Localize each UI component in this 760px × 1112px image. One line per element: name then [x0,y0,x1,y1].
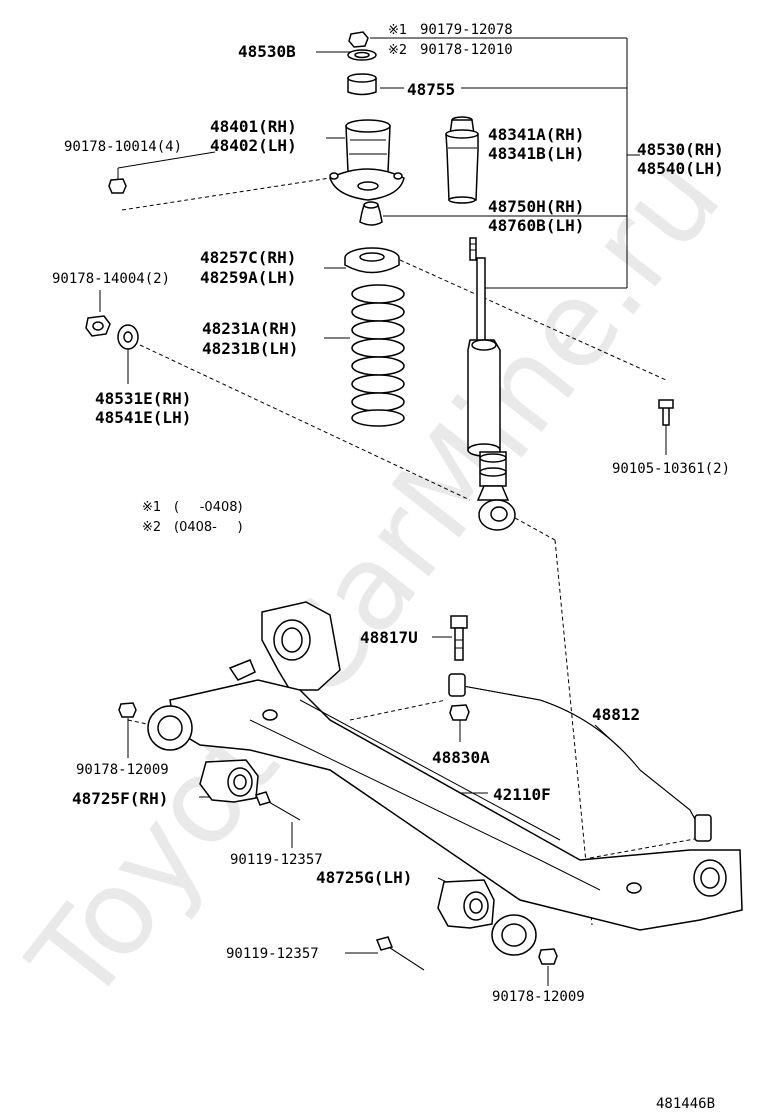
bushing-48725g [437,879,495,929]
nut-48830a [449,704,470,721]
bushing-48755 [347,73,377,96]
bound-48750h [359,201,383,226]
nut-90178-14004 [85,315,111,337]
label-90178-12009-lower: 90178-12009 [492,989,585,1005]
shock-absorber [467,237,516,531]
label-90178-14004: 90178-14004(2) [52,271,170,287]
note-mark-1: ※1 [142,500,161,515]
diagram-id: 481446B [656,1096,715,1112]
label-48231a: 48231A(RH) [202,319,298,338]
label-48257c: 48257C(RH) [200,248,296,267]
label-48725f: 48725F(RH) [72,789,168,808]
nut-90178-12009-lower [538,948,558,965]
nut-90178-10014 [108,178,127,194]
insulator-48257c [344,247,400,274]
note-text-2: (0408- ) [174,520,243,535]
nut-top [348,31,369,48]
bolt-90119-12357-upper [254,791,301,821]
label-90178-12009-upper: 90178-12009 [76,762,169,778]
label-48830a: 48830A [432,748,490,767]
label-48812: 48812 [592,705,640,724]
bolt-90119-12357-lower [375,936,425,971]
label-48402: 48402(LH) [210,136,297,155]
label-48540-lh: 48540(LH) [637,159,724,178]
label-48760b: 48760B(LH) [488,216,584,235]
bushing-48725f [199,759,259,803]
upper-seat-48530b [347,49,377,61]
bumper-48341a [445,116,479,204]
label-90105-10361: 90105-10361(2) [612,461,730,477]
label-48531e: 48531E(RH) [95,389,191,408]
nut-90178-12009-upper [118,702,137,718]
label-48755: 48755 [407,80,455,99]
label-90178-10014: 90178-10014(4) [64,139,182,155]
axle-beam-42110f [147,601,743,956]
label-48401: 48401(RH) [210,117,297,136]
label-mark1: ※1 [388,23,407,38]
washer-48531e [117,324,139,350]
label-mark2: ※2 [388,43,407,58]
label-48259a: 48259A(LH) [200,268,296,287]
bolt-90105-10361 [658,399,674,426]
label-48750h: 48750H(RH) [488,197,584,216]
label-48530b: 48530B [238,42,296,61]
label-48341b: 48341B(LH) [488,144,584,163]
bolt-48817u [450,615,468,661]
note-mark-2: ※2 [142,520,161,535]
label-90179-12078: 90179-12078 [420,22,513,38]
label-48530-rh: 48530(RH) [637,140,724,159]
label-90119-12357-lower: 90119-12357 [226,946,319,962]
stabilizer-bar-48812 [448,673,712,842]
label-48817u: 48817U [360,628,418,647]
label-90178-12010: 90178-12010 [420,42,513,58]
support-48401 [329,119,405,201]
label-48725g: 48725G(LH) [316,868,412,887]
coil-spring-48231a [351,284,405,427]
label-42110f: 42110F [493,785,551,804]
label-48541e: 48541E(LH) [95,408,191,427]
note-text-1: ( -0408) [174,500,243,515]
label-90119-12357-upper: 90119-12357 [230,852,323,868]
label-48231b: 48231B(LH) [202,339,298,358]
part-labels: 48530B ※1 90179-12078 ※2 90178-12010 487… [52,22,730,1112]
label-48341a: 48341A(RH) [488,125,584,144]
